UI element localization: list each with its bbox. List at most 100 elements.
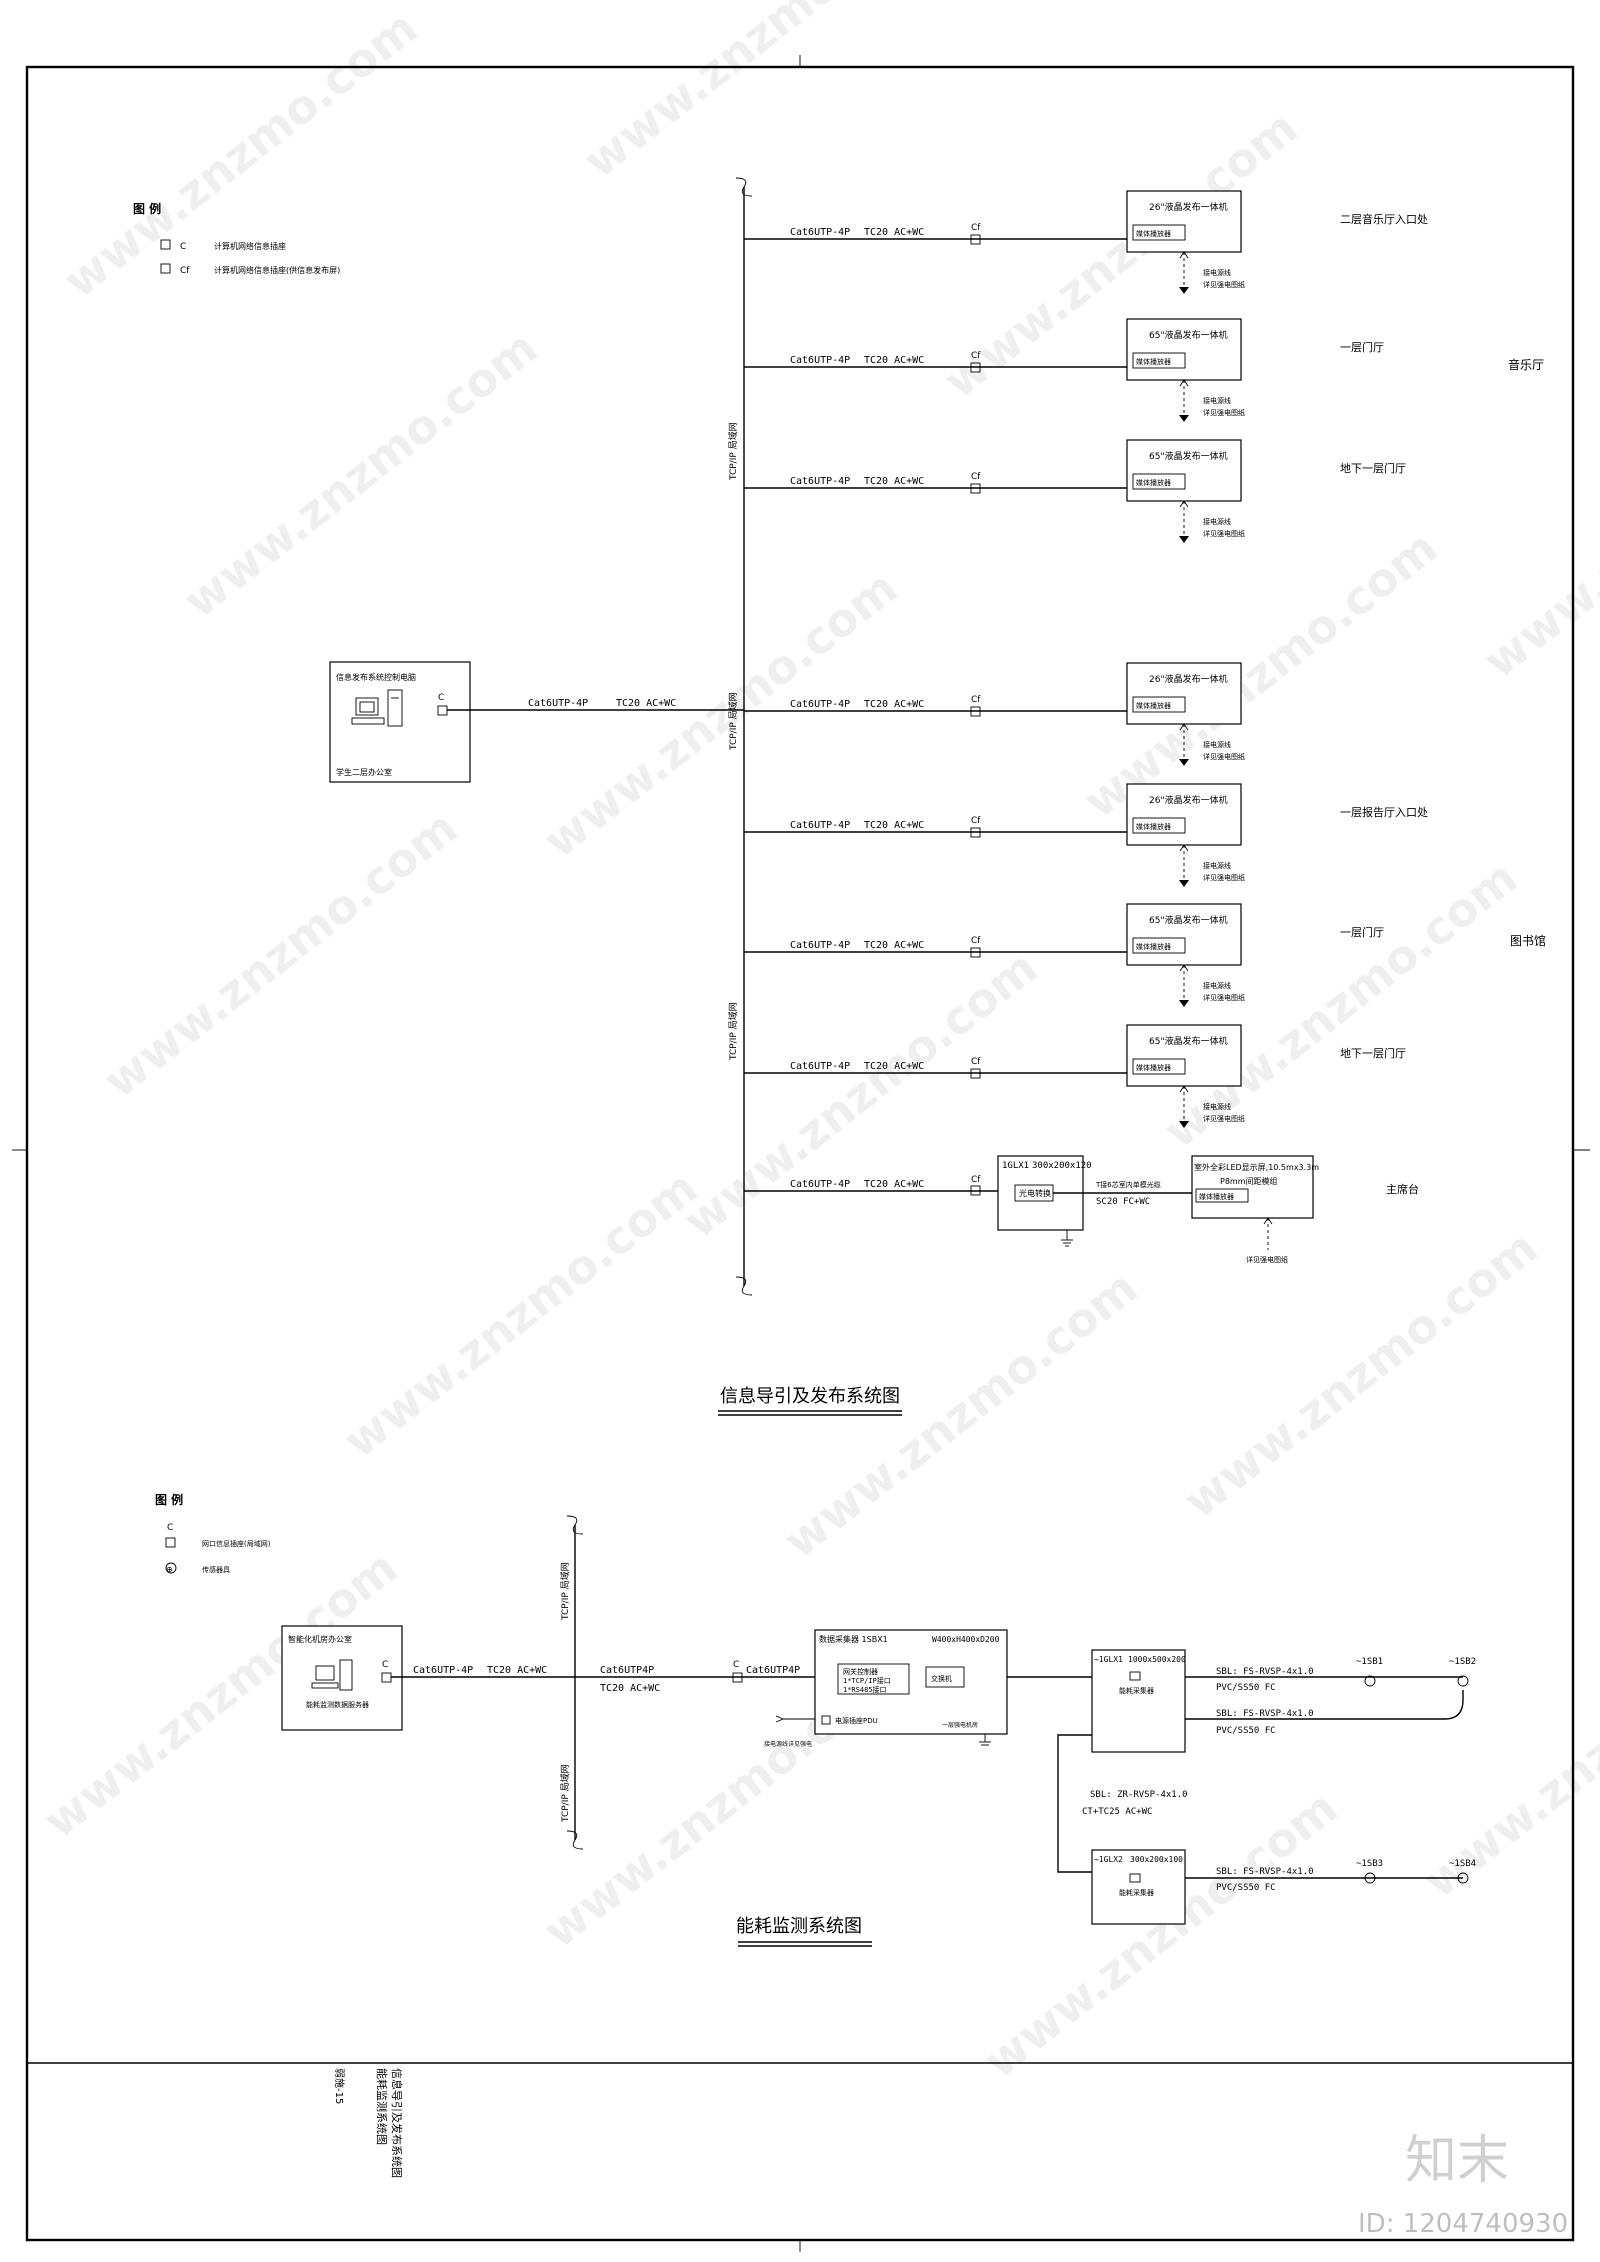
display-screen-label: 65"液晶发布一体机 xyxy=(1149,450,1228,462)
main-bus: TCP/IP 局域网 TCP/IP 局域网 TCP/IP 局域网 xyxy=(727,177,753,1296)
id-text: ID: 1204740930 xyxy=(1358,2209,1568,2239)
box2-name: ~1GLX2 xyxy=(1094,1855,1123,1864)
display-screen-label: 26"液晶发布一体机 xyxy=(1149,673,1228,685)
legend-bottom-sym-1: C xyxy=(167,1523,173,1533)
sbl-3: SBL: FS-RVSP-4x1.0 xyxy=(1216,1867,1314,1877)
energy-conduit-2: TC20 AC+WC xyxy=(600,1683,660,1694)
power-note-1: 接电源线 xyxy=(1203,861,1231,870)
arrow-up-icon xyxy=(1179,844,1189,852)
sensor-1sb2-icon xyxy=(1457,1675,1469,1687)
display-screen-box xyxy=(1126,783,1242,846)
group-label-music-hall: 音乐厅 xyxy=(1508,357,1544,372)
pvc-2: PVC/SS50 FC xyxy=(1216,1726,1276,1736)
gateway-label-3: 1*RS485接口 xyxy=(843,1685,887,1694)
pdu-label: 电源插座PDU xyxy=(835,1716,878,1725)
watermark-text: www.znzmo.com xyxy=(974,1780,1348,2089)
monitor-icon xyxy=(355,697,379,716)
arrow-up-icon xyxy=(1179,964,1189,972)
branch-outlet: Cf xyxy=(971,695,981,705)
energy-office-sub: 能耗监测数据服务器 xyxy=(306,1700,369,1709)
control-box-location: 学生二层办公室 xyxy=(336,767,392,777)
power-plug-icon xyxy=(1179,287,1189,294)
branch-cable: Cat6UTP-4P xyxy=(790,355,850,366)
sensor-label-1: ~1SB1 xyxy=(1356,1657,1383,1667)
ground-note: 一层强电机房 xyxy=(942,1721,978,1729)
title-block-sheet: 弱施-15 xyxy=(333,2068,346,2104)
display-screen-box xyxy=(1126,439,1242,502)
branch-conduit: TC20 AC+WC xyxy=(864,820,924,831)
control-cable-label: Cat6UTP-4P xyxy=(528,698,588,709)
display-screen-label: 65"液晶发布一体机 xyxy=(1149,329,1228,341)
display-screen-box xyxy=(1126,662,1242,725)
group-label-library: 图书馆 xyxy=(1510,933,1546,948)
outlet-cf-icon xyxy=(970,827,981,838)
energy-outlet-2: C xyxy=(733,1660,739,1670)
legend-bottom-desc-2: 传感器具 xyxy=(202,1565,230,1574)
branch-outlet: Cf xyxy=(971,351,981,361)
title-block-line2: 能耗监测系统图 xyxy=(375,2068,389,2145)
led-panel-name: 1GLX1 xyxy=(1002,1161,1029,1171)
control-computer-box: 信息发布系统控制电脑 学生二层办公室 C xyxy=(329,661,471,783)
power-note-1: 接电源线 xyxy=(1203,981,1231,990)
watermark-text: www.znzmo.com xyxy=(574,0,948,189)
legend-top-title: 图 例 xyxy=(133,201,161,216)
legend-bottom-title: 图 例 xyxy=(155,1492,183,1507)
branch-location: 地下一层门厅 xyxy=(1340,461,1406,475)
watermark-text: www.znzmo.com xyxy=(534,560,908,869)
watermark-text: www.znzmo.com xyxy=(934,100,1308,409)
collector-title: 数据采集器 1SBX1 xyxy=(819,1634,888,1644)
outlet-cf-icon xyxy=(970,947,981,958)
control-conduit-label: TC20 AC+WC xyxy=(616,698,676,709)
sensor-1sb1-icon xyxy=(1364,1675,1376,1687)
box2-size: 300x200x100 xyxy=(1130,1855,1183,1864)
power-plug-icon xyxy=(1179,759,1189,766)
power-note-2: 详见强电图纸 xyxy=(1203,1114,1245,1123)
trunk-label-3: TCP/IP 局域网 xyxy=(727,1002,739,1061)
media-player-label: 媒体播放器 xyxy=(1136,1063,1171,1072)
power-plug-icon xyxy=(1179,415,1189,422)
watermark-text: www.znzmo.com xyxy=(174,320,548,629)
power-note-1: 接电源线 xyxy=(1203,268,1231,277)
sbl-1: SBL: FS-RVSP-4x1.0 xyxy=(1216,1667,1314,1677)
collector-size: W400xH400xD200 xyxy=(932,1635,1000,1644)
display-screen-label: 26"液晶发布一体机 xyxy=(1149,794,1228,806)
branch-cable: Cat6UTP-4P xyxy=(790,699,850,710)
arrow-up-icon xyxy=(1179,723,1189,731)
power-plug-icon xyxy=(1179,880,1189,887)
power-note-2: 详见强电图纸 xyxy=(1203,529,1245,538)
title-1-text: 信息导引及发布系统图 xyxy=(720,1386,900,1407)
power-note-1: 接电源线 xyxy=(1203,740,1231,749)
power-plug-icon xyxy=(1179,536,1189,543)
power-note-2: 详见强电图纸 xyxy=(1203,408,1245,417)
title-info-system: 信息导引及发布系统图 xyxy=(718,1386,902,1416)
led-panel-size: 300x200x120 xyxy=(1032,1161,1092,1171)
sensor-label-2: ~1SB2 xyxy=(1449,1657,1476,1667)
media-player-label: 媒体播放器 xyxy=(1136,357,1171,366)
power-note-2: 详见强电图纸 xyxy=(1203,752,1245,761)
display-screen-label: 26"液晶发布一体机 xyxy=(1149,201,1228,213)
pvc-1: PVC/SS50 FC xyxy=(1216,1683,1276,1693)
legend-bottom-sym-2: ⊕ xyxy=(166,1565,173,1574)
gateway-label-2: 1*TCP/IP接口 xyxy=(843,1676,891,1685)
branch-cable: Cat6UTP-4P xyxy=(790,940,850,951)
led-fiber-conduit: SC20 FC+WC xyxy=(1096,1197,1150,1207)
media-player-label: 媒体播放器 xyxy=(1136,822,1171,831)
branch-cable: Cat6UTP-4P xyxy=(790,820,850,831)
branch-outlet: Cf xyxy=(971,1057,981,1067)
led-location: 主席台 xyxy=(1386,1182,1419,1196)
branch-outlet: Cf xyxy=(971,816,981,826)
energy-office-title: 智能化机房办公室 xyxy=(288,1634,352,1644)
legend-bottom: 图 例 C 网口信息插座(局域网) ⊕ 传感器具 xyxy=(155,1492,271,1574)
legend-bottom-desc-1: 网口信息插座(局域网) xyxy=(202,1539,271,1548)
display-branch-5: Cat6UTP-4P TC20 AC+WC Cf 26"液晶发布一体机媒体播放器接电源… xyxy=(744,783,1428,887)
watermark-text: www.znzmo.com xyxy=(54,0,428,309)
led-note: 详见强电图纸 xyxy=(1246,1255,1288,1264)
power-note-1: 接电源线 xyxy=(1203,396,1231,405)
tower-pc-icon xyxy=(339,1659,353,1691)
sensor-label-4: ~1SB4 xyxy=(1449,1859,1476,1869)
power-note: 接电源线详见强电 xyxy=(764,1740,812,1748)
